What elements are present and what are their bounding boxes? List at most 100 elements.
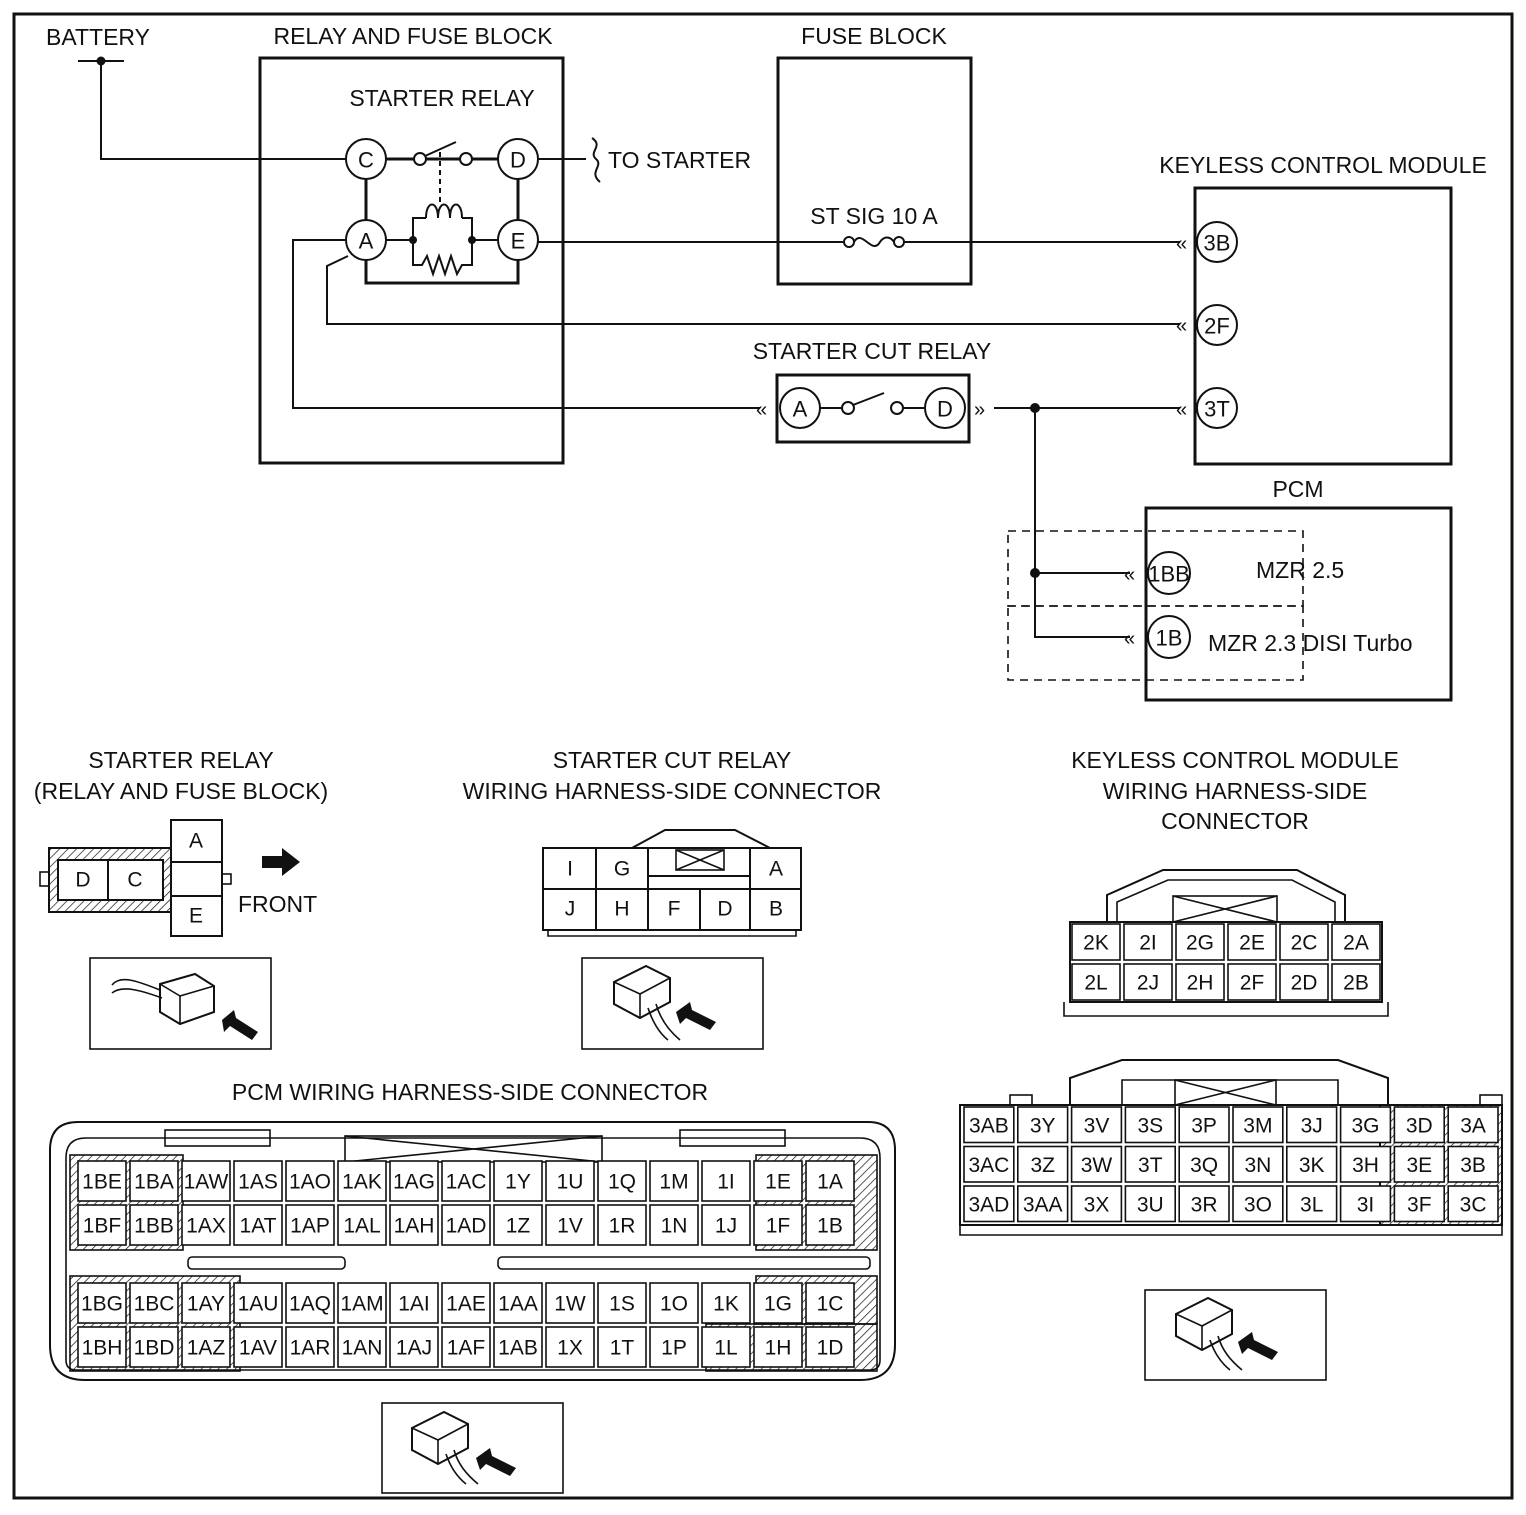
- starter-relay-conn-subtitle: (RELAY AND FUSE BLOCK): [34, 778, 328, 804]
- svg-text:C: C: [127, 869, 142, 892]
- pcm-cell: [233, 1204, 283, 1246]
- pcm-cell: [441, 1326, 491, 1368]
- pcm-cell: [77, 1204, 127, 1246]
- pcm-pin-label: 1BE: [82, 1171, 122, 1194]
- keyless-3-cell: [1447, 1185, 1499, 1223]
- pcm-pin-label: 1J: [715, 1215, 737, 1238]
- pcm-cell: [441, 1282, 491, 1324]
- pcm-cell: [233, 1160, 283, 1202]
- pcm-pin-label: 1K: [713, 1293, 739, 1316]
- pcm-pin-label: 1E: [765, 1171, 791, 1194]
- pcm-cell: [649, 1204, 699, 1246]
- pcm-cell: [233, 1282, 283, 1324]
- pcm-cell: [389, 1326, 439, 1368]
- wire-a-to-cut-relay: [292, 239, 760, 409]
- keyless-3-cell: [1016, 1145, 1069, 1183]
- keyless-2-cell: [1331, 923, 1381, 961]
- pcm-pin-label: 1BC: [134, 1293, 175, 1316]
- connector-view-icon: [381, 1402, 564, 1494]
- keyless-3-cell: [1016, 1106, 1069, 1144]
- keyless-2-pin-label: 2L: [1084, 972, 1107, 995]
- pcm-pin-label: 1Q: [608, 1171, 636, 1194]
- pcm-pin-label: 1C: [817, 1293, 844, 1316]
- pcm-cell: [337, 1326, 387, 1368]
- pin-2f: [1196, 304, 1238, 346]
- pcm-cell: [805, 1282, 855, 1324]
- pcm-pin-label: 1AV: [239, 1337, 277, 1360]
- switch-contact: [413, 152, 427, 166]
- pcm-cell: [805, 1160, 855, 1202]
- pcm-cell: [441, 1204, 491, 1246]
- pcm-pin-label: 1BG: [81, 1293, 123, 1316]
- keyless-2-pin-label: 2I: [1139, 932, 1157, 955]
- keyless-2-cell: [1227, 923, 1277, 961]
- pcm-pin-label: 1G: [764, 1293, 792, 1316]
- cut-relay-conn-title: STARTER CUT RELAY: [553, 747, 792, 773]
- keyless-3-pin-label: 3D: [1406, 1114, 1433, 1137]
- pcm-cell: [337, 1160, 387, 1202]
- pcm-cell: [597, 1160, 647, 1202]
- keyless-3-pin-label: 3A: [1460, 1114, 1486, 1137]
- pcm-pin-label: 1AL: [343, 1215, 380, 1238]
- keyless-2-cell: [1331, 963, 1381, 1001]
- pcm-cell: [441, 1160, 491, 1202]
- pcm-cell: [181, 1160, 231, 1202]
- relay-fuse-block-label: RELAY AND FUSE BLOCK: [273, 23, 553, 49]
- starter-cut-relay-label: STARTER CUT RELAY: [753, 338, 992, 364]
- relay-pin-d-cell: [57, 859, 109, 901]
- switch-contact: [459, 152, 473, 166]
- pin-cut-d: [924, 387, 966, 429]
- pcm-cell: [285, 1326, 335, 1368]
- pcm-pin-label: 1BB: [134, 1215, 174, 1238]
- keyless-3-pin-label: 3L: [1300, 1193, 1323, 1216]
- pcm-cell: [493, 1282, 543, 1324]
- pcm-pin-label: 1BH: [82, 1337, 123, 1360]
- pcm-cell: [77, 1282, 127, 1324]
- pcm-conn-title: PCM WIRING HARNESS-SIDE CONNECTOR: [232, 1079, 708, 1105]
- keyless-3-cell: [1339, 1145, 1392, 1183]
- pin-1bb: [1147, 551, 1191, 595]
- pcm-cell: [129, 1204, 179, 1246]
- keyless-3-pin-label: 3AA: [1023, 1193, 1063, 1216]
- keyless-2-cell: [1071, 963, 1121, 1001]
- pcm-cell: [597, 1204, 647, 1246]
- pcm-pin-label: 1AM: [340, 1293, 383, 1316]
- keyless-2-pin-label: 2B: [1343, 972, 1369, 995]
- keyless-3-pin-label: 3N: [1244, 1154, 1271, 1177]
- to-starter-label: TO STARTER: [608, 147, 751, 173]
- relay-resistor: [412, 240, 473, 278]
- pcm-cell: [337, 1282, 387, 1324]
- keyless-2-cell: [1123, 963, 1173, 1001]
- starter-relay-label: STARTER RELAY: [349, 85, 534, 111]
- keyless-3-pin-label: 3H: [1352, 1154, 1379, 1177]
- pin-e: [497, 219, 539, 261]
- svg-text:D: D: [510, 148, 526, 173]
- keyless-3-pin-label: 3J: [1301, 1114, 1323, 1137]
- keyless-3-cell: [1447, 1145, 1499, 1183]
- keyless-3-pin-label: 3P: [1191, 1114, 1217, 1137]
- keyless-2-pin-label: 2D: [1291, 972, 1318, 995]
- keyless-2-cell: [1279, 963, 1329, 1001]
- connector-view-icon: [89, 957, 272, 1050]
- pcm-pin-label: 1N: [661, 1215, 688, 1238]
- keyless-3-cell: [963, 1145, 1015, 1183]
- pcm-pin-label: 1AP: [290, 1215, 330, 1238]
- keyless-3-cell: [1232, 1106, 1284, 1144]
- keyless-2-cell: [1123, 923, 1173, 961]
- pcm-pin-label: 1D: [817, 1337, 844, 1360]
- pcm-cell: [285, 1204, 335, 1246]
- keyless-2-pin-label: 2J: [1137, 972, 1159, 995]
- keyless-3-cell: [1070, 1145, 1123, 1183]
- keyless-3-cell: [963, 1106, 1015, 1144]
- keyless-3-cell: [1178, 1145, 1230, 1183]
- pcm-cell: [649, 1326, 699, 1368]
- pcm-cell: [545, 1282, 595, 1324]
- keyless-2-pin-label: 2F: [1240, 972, 1265, 995]
- page-frame: [12, 12, 1514, 1500]
- pcm-pin-label: 1S: [609, 1293, 635, 1316]
- keyless-3-cell: [1016, 1185, 1069, 1223]
- keyless-3-pin-label: 3E: [1406, 1154, 1432, 1177]
